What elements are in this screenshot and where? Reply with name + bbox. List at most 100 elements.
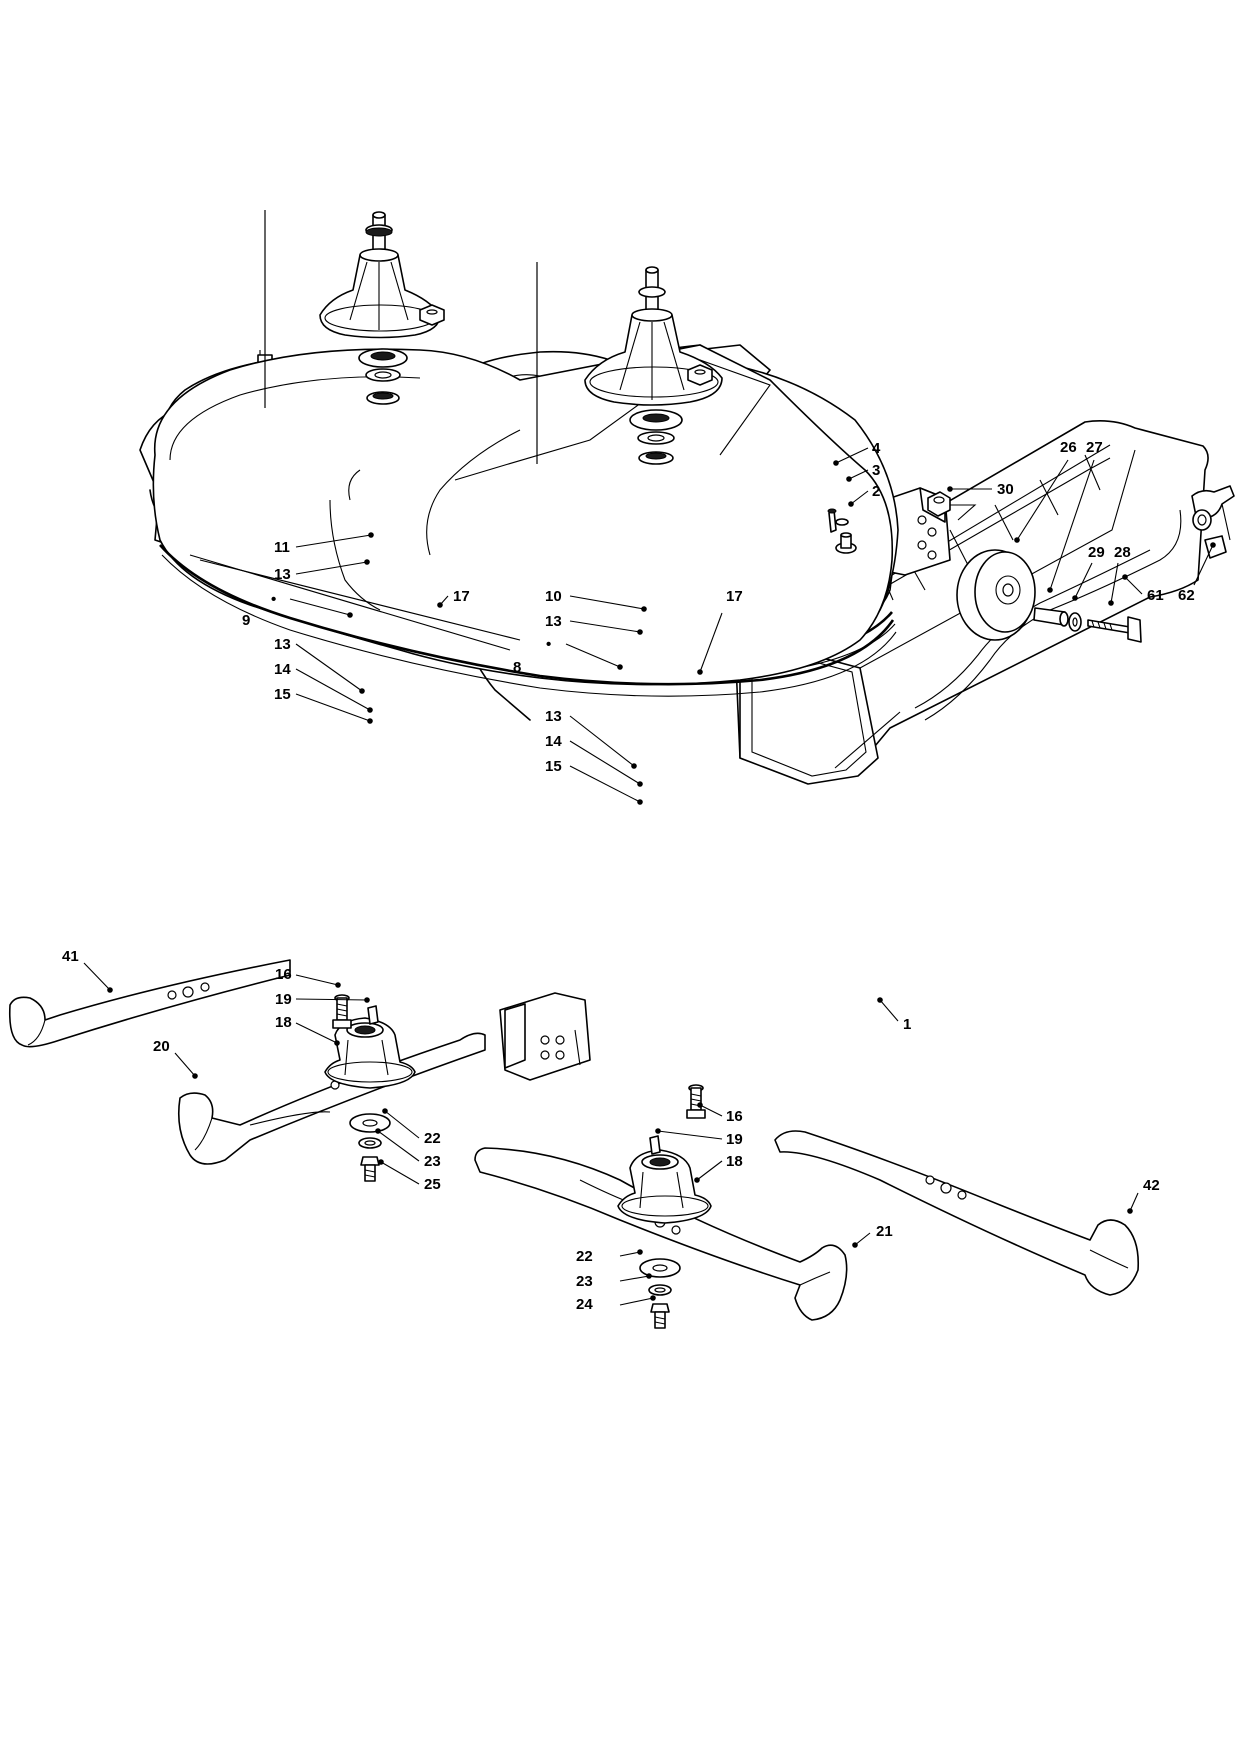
callout-c3: 3 bbox=[872, 462, 880, 479]
callout-c2: 2 bbox=[872, 483, 880, 500]
blade-washer-set-left bbox=[349, 1113, 391, 1182]
leader-c42 bbox=[1129, 1192, 1139, 1212]
callout-c42: 42 bbox=[1143, 1177, 1160, 1194]
leader-c11 bbox=[295, 534, 372, 548]
hex-nut-17-left bbox=[419, 304, 445, 326]
leader-c22b bbox=[619, 1251, 641, 1257]
callout-c13d: 13 bbox=[545, 708, 562, 725]
callout-c26: 26 bbox=[1060, 439, 1077, 456]
callout-c1: 1 bbox=[903, 1016, 911, 1033]
callout-c11: 11 bbox=[274, 539, 290, 556]
leader-c13c bbox=[569, 620, 641, 633]
key-right bbox=[649, 1135, 661, 1155]
leader-dot-c29 bbox=[1072, 595, 1078, 601]
leader-dot-c23a bbox=[375, 1128, 381, 1134]
leader-dot-c4 bbox=[833, 460, 839, 466]
leader-c62 bbox=[1193, 544, 1214, 586]
leader-c13b bbox=[295, 643, 363, 692]
leader-dot-c3 bbox=[846, 476, 852, 482]
leader-c13d bbox=[569, 715, 635, 767]
leader-dot-c16a bbox=[335, 982, 341, 988]
leader-dot-c22b bbox=[637, 1249, 643, 1255]
callout-c41: 41 bbox=[62, 948, 79, 965]
leader-dot-c17b bbox=[697, 669, 703, 675]
left-spindle-assembly bbox=[319, 211, 441, 405]
leader-c15a bbox=[295, 693, 371, 722]
leader-c16b bbox=[699, 1104, 723, 1117]
callout-c25: 25 bbox=[424, 1176, 441, 1193]
callout-c23a: 23 bbox=[424, 1153, 441, 1170]
blade-washer-set-right bbox=[639, 1258, 681, 1329]
callout-c19a: 19 bbox=[275, 991, 292, 1008]
leader-dot-c23b bbox=[646, 1273, 652, 1279]
leader-c18a bbox=[295, 1022, 338, 1044]
callout-c13c: 13 bbox=[545, 613, 562, 630]
leader-c21 bbox=[854, 1232, 871, 1246]
leader-c28 bbox=[1110, 562, 1119, 604]
callout-c13b: 13 bbox=[274, 636, 291, 653]
leader-c1 bbox=[879, 999, 899, 1022]
callout-c27: 27 bbox=[1086, 439, 1103, 456]
leader-dot-c15b bbox=[637, 799, 643, 805]
leader-c14b bbox=[569, 740, 641, 785]
leader-dot-c30 bbox=[947, 486, 953, 492]
leader-dot-c18a bbox=[334, 1040, 340, 1046]
leader-dot-c19a bbox=[364, 997, 370, 1003]
callout-c30: 30 bbox=[997, 481, 1014, 498]
callout-c8: 8 bbox=[513, 659, 521, 676]
callout-c61: 61 bbox=[1147, 587, 1164, 604]
leader-dot-c18b bbox=[694, 1177, 700, 1183]
callout-c18b: 18 bbox=[726, 1153, 743, 1170]
leader-dot-c26 bbox=[1014, 537, 1020, 543]
blade-42 bbox=[774, 1130, 1140, 1296]
leader-c4 bbox=[835, 447, 869, 464]
blade-hub-left bbox=[324, 1017, 416, 1089]
callout-c29: 29 bbox=[1088, 544, 1105, 561]
wheel-nut bbox=[927, 491, 977, 521]
deck-wheel bbox=[956, 549, 1036, 641]
leader-c27 bbox=[1049, 459, 1095, 591]
callout-cdot9: • bbox=[271, 591, 276, 608]
leader-dot-c13d bbox=[631, 763, 637, 769]
leader-c15b bbox=[569, 765, 641, 803]
leader-dot-c16b bbox=[697, 1102, 703, 1108]
key-left bbox=[367, 1005, 379, 1025]
callout-c16b: 16 bbox=[726, 1108, 743, 1125]
hex-nut-17-right bbox=[687, 364, 713, 386]
leader-c29 bbox=[1074, 562, 1093, 599]
callout-c21: 21 bbox=[876, 1223, 893, 1240]
bolt-16-right bbox=[686, 1084, 706, 1119]
callout-c10: 10 bbox=[545, 588, 562, 605]
leader-dot-c10 bbox=[641, 606, 647, 612]
leader-dot-c22a bbox=[382, 1108, 388, 1114]
leader-c26 bbox=[1016, 459, 1069, 541]
leader-dot-c28 bbox=[1108, 600, 1114, 606]
blade-hub-right bbox=[617, 1149, 712, 1224]
leader-c18b bbox=[696, 1160, 723, 1181]
leader-c19b bbox=[657, 1130, 723, 1140]
pulley-bolt-set bbox=[827, 508, 857, 554]
leader-dot-c27 bbox=[1047, 587, 1053, 593]
leader-dot-c13c bbox=[637, 629, 643, 635]
chute-hinge-pin bbox=[1191, 485, 1235, 559]
callout-c24: 24 bbox=[576, 1296, 593, 1313]
leader-c24 bbox=[619, 1297, 654, 1306]
leader-dot-cdot8 bbox=[617, 664, 623, 670]
leader-c16a bbox=[295, 974, 339, 986]
right-spindle-assembly bbox=[584, 266, 723, 465]
leader-dot-c19b bbox=[655, 1128, 661, 1134]
callout-c18a: 18 bbox=[275, 1014, 292, 1031]
callout-c9: 9 bbox=[242, 612, 250, 629]
leader-dot-c13a bbox=[364, 559, 370, 565]
callout-c17a: 17 bbox=[453, 588, 470, 605]
leader-dot-c21 bbox=[852, 1242, 858, 1248]
callout-c14b: 14 bbox=[545, 733, 562, 750]
deck-outline bbox=[152, 344, 897, 697]
callout-c22b: 22 bbox=[576, 1248, 593, 1265]
leader-c13a bbox=[295, 561, 368, 575]
leader-dot-c11 bbox=[368, 532, 374, 538]
callout-c13a: 13 bbox=[274, 566, 291, 583]
leader-dot-c15a bbox=[367, 718, 373, 724]
